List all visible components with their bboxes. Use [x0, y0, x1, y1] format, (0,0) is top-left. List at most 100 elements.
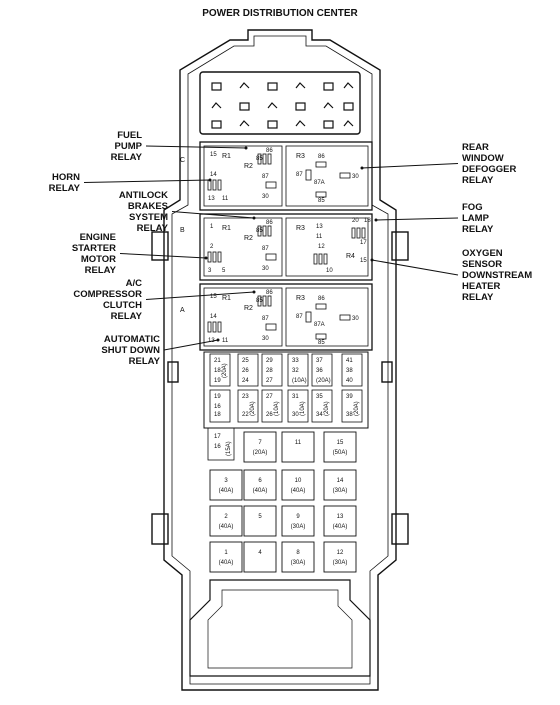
callout-label-engine-starter-relay: MOTOR	[81, 254, 116, 265]
mini-fuse-number: 33	[292, 358, 299, 364]
callout-arrowhead	[252, 216, 256, 220]
cavity-terminal	[267, 120, 278, 129]
pin-label: 13	[208, 196, 215, 202]
pin-label: 30	[262, 336, 269, 342]
mini-fuse-number: 19	[214, 378, 221, 384]
pin-label: 15	[360, 258, 367, 264]
mini-fuse-number: 26	[242, 368, 249, 374]
callout-label-engine-starter-relay: ENGINE	[80, 232, 116, 243]
diagram-title: POWER DISTRIBUTION CENTER	[202, 8, 358, 19]
terminal-blade	[257, 295, 262, 307]
relay-r1-label: R1	[222, 225, 231, 232]
mini-fuse-slot	[287, 389, 309, 423]
pin-label: 30	[352, 174, 359, 180]
cavity-terminal	[239, 102, 250, 111]
maxi-fuse-number: 8	[296, 550, 300, 556]
relay-r2-label: R2	[244, 235, 253, 242]
section-frame	[199, 141, 373, 211]
callout-arrowhead	[252, 290, 256, 294]
mini-fuse-rating: (10A)	[274, 401, 280, 416]
mini-fuse-rating: (20A)	[250, 401, 256, 416]
mini-fuse-number: 19	[214, 394, 221, 400]
callout-leader	[371, 259, 459, 276]
terminal-blade	[207, 179, 212, 191]
mini-fuse-slot	[261, 389, 283, 423]
terminal-blade	[217, 179, 222, 191]
mini-fuse-rating: (20A)	[324, 401, 330, 416]
pin-label: 87	[262, 246, 269, 252]
pin-label: 87A	[314, 180, 325, 186]
callout-label-engine-starter-relay: STARTER	[72, 243, 116, 254]
callout-label-engine-starter-relay: RELAY	[85, 265, 117, 276]
terminal-blade	[351, 227, 356, 239]
callout-label-asd-relay: RELAY	[129, 356, 161, 367]
terminal-blade	[262, 225, 267, 237]
mini-fuse-rating: (15A)	[226, 441, 232, 456]
mini-fuse-number: 29	[266, 358, 273, 364]
terminal-blade	[323, 253, 328, 265]
mini-fuse-slot	[341, 389, 363, 423]
mini-fuse-number: 16	[214, 444, 221, 450]
mini-fuse-number: 41	[346, 358, 353, 364]
callout-label-ac-clutch-relay: RELAY	[111, 311, 143, 322]
relay-cell	[203, 287, 283, 347]
relay-cell	[285, 145, 369, 207]
callout-label-rear-defogger-relay: WINDOW	[462, 153, 504, 164]
maxi-fuse-rating: (30A)	[333, 488, 348, 494]
callout-label-antilock-brakes-relay: BRAKES	[128, 201, 168, 212]
callout-label-rear-defogger-relay: DEFOGGER	[462, 164, 517, 175]
mini-fuse-number: 26	[266, 412, 273, 418]
callout-arrowhead	[374, 218, 378, 222]
callout-leader	[119, 253, 207, 259]
terminal-blade	[265, 253, 277, 261]
cavity-terminal	[343, 82, 354, 89]
maxi-fuse-rating: (40A)	[291, 488, 306, 494]
callout-label-ac-clutch-relay: CLUTCH	[103, 300, 142, 311]
pin-label: 2	[210, 244, 214, 250]
callout-leader	[171, 211, 255, 219]
maxi-fuse-number: 11	[295, 440, 302, 446]
housing-outline	[151, 29, 409, 691]
terminal-blade	[339, 314, 351, 321]
mini-fuse-number: 24	[242, 378, 249, 384]
callout-label-asd-relay: AUTOMATIC	[104, 334, 160, 345]
callout-label-antilock-brakes-relay: ANTILOCK	[119, 190, 168, 201]
mini-fuse-slot	[209, 353, 231, 387]
relay-r2-label: R2	[244, 305, 253, 312]
top-connector-cavities	[211, 82, 354, 129]
pin-label: 86	[318, 296, 325, 302]
pin-label: 85	[256, 156, 263, 162]
callout-arrowhead	[370, 258, 374, 262]
pin-label: 87	[296, 172, 303, 178]
maxi-fuse-slot	[243, 505, 277, 537]
callout-label-rear-defogger-relay: RELAY	[462, 175, 494, 186]
callout-label-o2-heater-relay: SENSOR	[462, 259, 502, 270]
mini-fuse-slot	[237, 389, 259, 423]
maxi-fuse-rating: (40A)	[219, 488, 234, 494]
pin-label: 11	[316, 234, 323, 240]
maxi-fuse-slot	[243, 431, 277, 463]
pin-label: 5	[222, 268, 226, 274]
callout-label-asd-relay: SHUT DOWN	[101, 345, 160, 356]
pin-label: 3	[208, 268, 212, 274]
maxi-fuse-slot	[323, 505, 357, 537]
terminal-blade	[217, 321, 222, 333]
callout-label-antilock-brakes-relay: RELAY	[137, 223, 169, 234]
callout-leader	[375, 217, 459, 221]
callout-leader	[361, 163, 459, 169]
pin-label: 14	[210, 314, 217, 320]
cavity-terminal	[211, 120, 222, 129]
callout-arrowhead	[204, 256, 208, 260]
callout-leader	[83, 179, 211, 183]
cavity-terminal	[295, 82, 306, 89]
mini-fuse-slot	[311, 389, 333, 423]
mini-fuse-number: 22	[242, 412, 249, 418]
callout-label-o2-heater-relay: HEATER	[462, 281, 500, 292]
pin-label: 1	[210, 224, 214, 230]
maxi-fuse-slot	[281, 469, 315, 501]
mini-fuse-number: 27	[266, 394, 273, 400]
pin-label: 85	[256, 298, 263, 304]
mini-fuse-number: (10A)	[292, 378, 307, 384]
pin-label: 11	[222, 196, 229, 202]
